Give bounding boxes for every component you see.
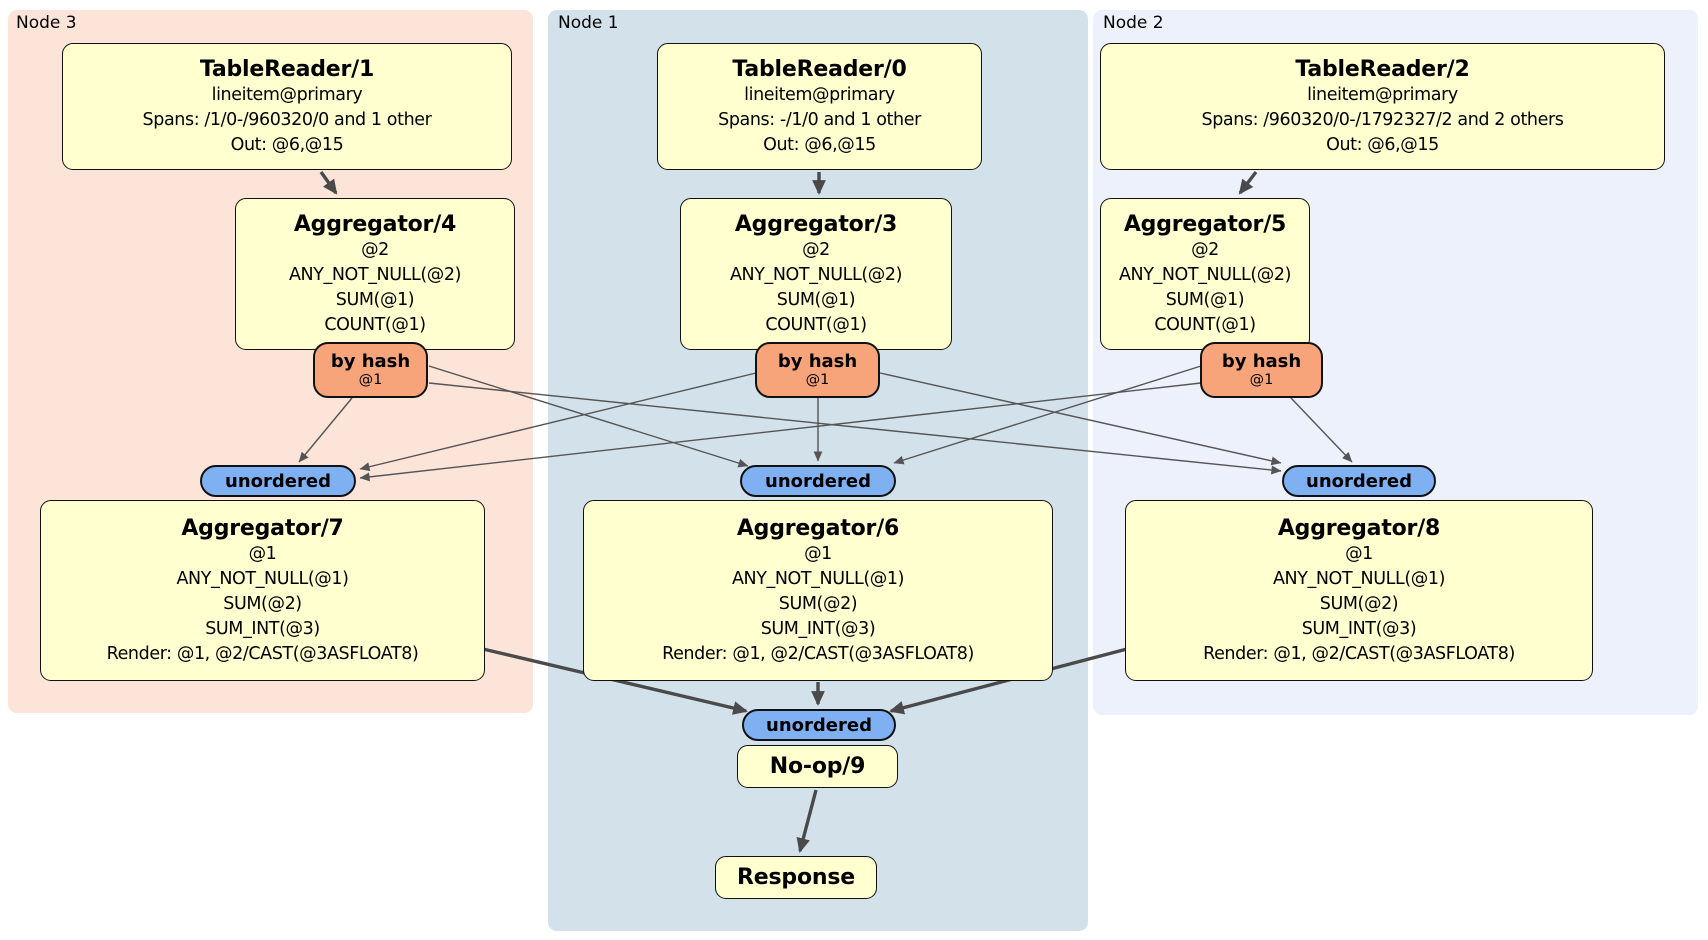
processor-detail-line: SUM_INT(@3) [1301, 618, 1417, 639]
region-label-node-3: Node 3 [16, 13, 77, 33]
edge-hashM-syncL [359, 372, 757, 472]
router-by-hash-right: by hash @1 [1200, 342, 1323, 398]
processor-title: Aggregator/7 [181, 515, 344, 541]
synchronizer-unordered-right: unordered [1282, 465, 1436, 497]
edge-hashL-syncM [428, 365, 749, 468]
synchronizer-unordered-final: unordered [742, 709, 896, 741]
processor-detail-line: SUM(@2) [1319, 593, 1399, 614]
processor-detail-line: SUM(@2) [778, 593, 858, 614]
processor-detail-line: @2 [802, 239, 830, 260]
processor-detail-line: ANY_NOT_NULL(@1) [176, 568, 349, 589]
synchronizer-unordered-middle: unordered [740, 465, 896, 497]
synchronizer-label: unordered [766, 714, 872, 736]
router-detail: @1 [358, 372, 383, 388]
router-label: by hash [330, 351, 411, 372]
processor-detail-line: Spans: /1/0-/960320/0 and 1 other [142, 109, 432, 130]
processor-detail-line: @1 [804, 543, 832, 564]
processor-detail-line: COUNT(@1) [324, 314, 426, 335]
processor-detail-line: Spans: /960320/0-/1792327/2 and 2 others [1201, 109, 1564, 130]
synchronizer-unordered-left: unordered [200, 465, 356, 497]
router-detail: @1 [1249, 372, 1274, 388]
region-label-node-1: Node 1 [558, 13, 619, 33]
processor-detail-line: SUM(@1) [335, 289, 415, 310]
processor-response: Response [715, 856, 877, 899]
processor-title: TableReader/2 [1295, 56, 1470, 82]
edge-tr2-agg5 [1238, 170, 1258, 195]
synchronizer-label: unordered [1306, 470, 1412, 492]
processor-detail-line: @2 [361, 239, 389, 260]
processor-detail-line: ANY_NOT_NULL(@2) [729, 264, 903, 285]
processor-detail-line: Spans: -/1/0 and 1 other [718, 109, 921, 130]
edge-tr1-agg4 [319, 171, 338, 195]
processor-detail-line: COUNT(@1) [1154, 314, 1256, 335]
processor-title: Aggregator/6 [736, 515, 900, 541]
processor-detail-line: Render: @1, @2/CAST(@3ASFLOAT8) [1203, 643, 1515, 664]
region-label-node-2: Node 2 [1103, 13, 1164, 33]
processor-detail-line: SUM(@1) [776, 289, 856, 310]
processor-detail-line: Out: @6,@15 [763, 134, 876, 155]
edge-hashR-syncR [1290, 397, 1353, 463]
edge-hashM-syncR [879, 372, 1282, 466]
processor-detail-line: SUM(@2) [223, 593, 302, 614]
processor-detail-line: @2 [1191, 239, 1219, 260]
processor-detail-line: Out: @6,@15 [230, 134, 344, 155]
processor-title: Response [737, 865, 855, 890]
router-label: by hash [777, 351, 858, 372]
processor-detail-line: SUM_INT(@3) [205, 618, 320, 639]
processor-noop-9: No-op/9 [737, 745, 898, 788]
router-by-hash-left: by hash @1 [313, 342, 428, 398]
processor-detail-line: COUNT(@1) [765, 314, 867, 335]
processor-title: Aggregator/5 [1123, 211, 1287, 237]
processor-detail-line: ANY_NOT_NULL(@2) [1118, 264, 1292, 285]
router-detail: @1 [805, 372, 830, 388]
processor-detail-line: Out: @6,@15 [1326, 134, 1439, 155]
edge-hashR-syncM [893, 365, 1202, 465]
processor-title: Aggregator/8 [1277, 515, 1441, 541]
processor-title: No-op/9 [769, 754, 866, 779]
edge-hashL-syncR [428, 382, 1282, 475]
edge-hashR-syncL [359, 382, 1202, 482]
processor-detail-line: ANY_NOT_NULL(@1) [731, 568, 905, 589]
router-label: by hash [1221, 351, 1302, 372]
processor-title: Aggregator/3 [734, 211, 898, 237]
processor-detail-line: @1 [1345, 543, 1373, 564]
synchronizer-label: unordered [225, 470, 331, 492]
processor-detail-line: lineitem@primary [211, 84, 363, 105]
processor-title: TableReader/1 [199, 56, 375, 82]
edge-noop-response [796, 789, 818, 853]
processor-title: Aggregator/4 [293, 211, 457, 237]
processor-detail-line: @1 [248, 543, 277, 564]
edge-hashL-syncL [298, 397, 353, 463]
router-by-hash-middle: by hash @1 [755, 342, 880, 398]
processor-detail-line: Render: @1, @2/CAST(@3ASFLOAT8) [106, 643, 419, 664]
synchronizer-label: unordered [765, 470, 871, 492]
processor-detail-line: SUM_INT(@3) [760, 618, 876, 639]
processor-detail-line: Render: @1, @2/CAST(@3ASFLOAT8) [662, 643, 974, 664]
processor-detail-line: ANY_NOT_NULL(@1) [1272, 568, 1446, 589]
processor-detail-line: ANY_NOT_NULL(@2) [288, 264, 462, 285]
processor-detail-line: lineitem@primary [1307, 84, 1458, 105]
processor-detail-line: SUM(@1) [1165, 289, 1245, 310]
processor-title: TableReader/0 [732, 56, 907, 82]
processor-detail-line: lineitem@primary [744, 84, 895, 105]
